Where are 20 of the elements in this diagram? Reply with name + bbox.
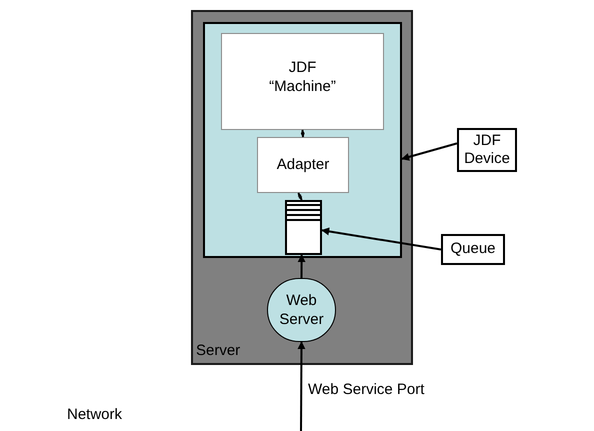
- network-label: Network: [67, 406, 122, 424]
- node-label: JDF Device: [463, 132, 511, 168]
- adapter-box: [257, 137, 349, 193]
- arrow: [297, 341, 306, 431]
- node-label: Web Server: [278, 291, 325, 329]
- server-box: [191, 10, 413, 365]
- arrow: [300, 130, 305, 138]
- machine-box: [221, 33, 384, 130]
- device-box: [203, 22, 402, 258]
- node-label: Queue: [450, 239, 496, 260]
- arrow: [298, 192, 303, 200]
- arrow: [321, 227, 442, 250]
- arrow: [401, 142, 458, 161]
- callout-box: [441, 234, 505, 265]
- server-label: Server: [196, 342, 240, 360]
- node-label: Adapter: [276, 154, 330, 175]
- node-label: JDF “Machine”: [268, 58, 337, 96]
- callout-box: [457, 128, 517, 172]
- queue-box: [285, 200, 322, 255]
- arrow: [298, 254, 306, 278]
